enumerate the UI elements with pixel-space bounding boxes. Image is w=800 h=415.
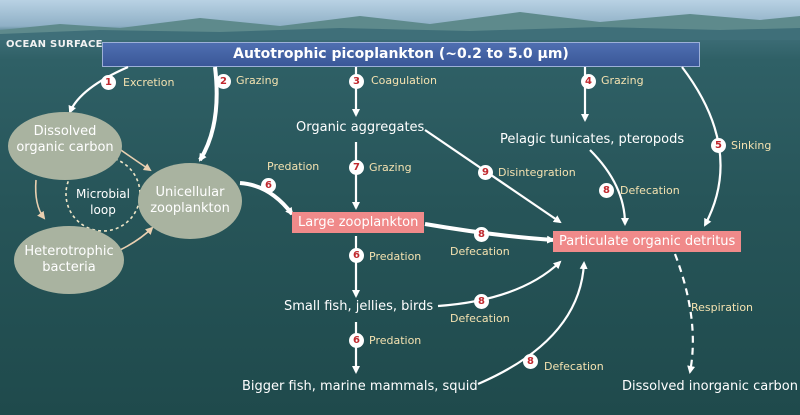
process-8-number-d: 8 xyxy=(523,354,538,369)
horizon-hills xyxy=(0,12,800,40)
process-3-number: 3 xyxy=(349,74,364,89)
arrow-disintegration xyxy=(424,129,562,224)
process-7-label: Grazing xyxy=(369,161,412,174)
large-zooplankton-box: Large zooplankton xyxy=(292,212,425,233)
process-5-label: Sinking xyxy=(731,139,772,152)
process-5-number: 5 xyxy=(711,138,726,153)
arrow-respiration xyxy=(673,253,696,374)
process-8-label-b: Defecation xyxy=(450,245,510,258)
process-6-number-b: 6 xyxy=(349,248,364,263)
ocean-surface-label: OCEAN SURFACE xyxy=(6,39,103,50)
pelagic-tunicates-node: Pelagic tunicates, pteropods xyxy=(500,132,685,147)
process-8-label-d: Defecation xyxy=(544,360,604,373)
arrow-defecation-small xyxy=(437,260,562,308)
bigger-fish-node: Bigger fish, marine mammals, squid xyxy=(242,379,478,394)
process-8-label-c: Defecation xyxy=(450,312,510,325)
process-1-number: 1 xyxy=(101,75,116,90)
process-4-number: 4 xyxy=(581,74,596,89)
process-9-label: Disintegration xyxy=(498,166,576,179)
process-6-number-a: 6 xyxy=(261,178,276,193)
process-8-label-a: Defecation xyxy=(620,184,680,197)
process-2-label: Grazing xyxy=(236,74,279,87)
process-8-number-b: 8 xyxy=(474,227,489,242)
dissolved-organic-carbon-ellipse xyxy=(8,112,122,180)
arrow-defecation-large xyxy=(424,222,555,244)
respiration-label: Respiration xyxy=(691,301,754,314)
dissolved-inorganic-carbon-node: Dissolved inorganic carbon xyxy=(622,379,798,394)
process-6-number-c: 6 xyxy=(349,333,364,348)
process-6-label-a: Predation xyxy=(267,160,320,173)
picoplankton-title-bar: Autotrophic picoplankton (~0.2 to 5.0 µm… xyxy=(102,42,700,67)
arrow-excretion xyxy=(68,65,129,114)
process-1-label: Excretion xyxy=(123,76,175,89)
process-3-label: Coagulation xyxy=(371,74,437,87)
process-6-label-c: Predation xyxy=(369,334,422,347)
process-9-number: 9 xyxy=(478,165,493,180)
organic-aggregates-node: Organic aggregates xyxy=(296,120,425,135)
unicellular-zooplankton-ellipse xyxy=(138,163,242,239)
arrow-defecation-tunicates xyxy=(589,149,629,226)
process-8-number-c: 8 xyxy=(474,294,489,309)
process-4-label: Grazing xyxy=(601,74,644,87)
particulate-organic-detritus-box: Particulate organic detritus xyxy=(553,231,742,252)
process-7-number: 7 xyxy=(349,160,364,175)
heterotrophic-bacteria-ellipse xyxy=(14,226,124,294)
small-fish-node: Small fish, jellies, birds xyxy=(284,299,434,314)
process-8-number-a: 8 xyxy=(599,183,614,198)
process-6-label-b: Predation xyxy=(369,250,422,263)
process-2-number: 2 xyxy=(216,74,231,89)
arrow-grazing-uni xyxy=(198,66,219,162)
arrow-defecation-bigger xyxy=(477,261,588,386)
